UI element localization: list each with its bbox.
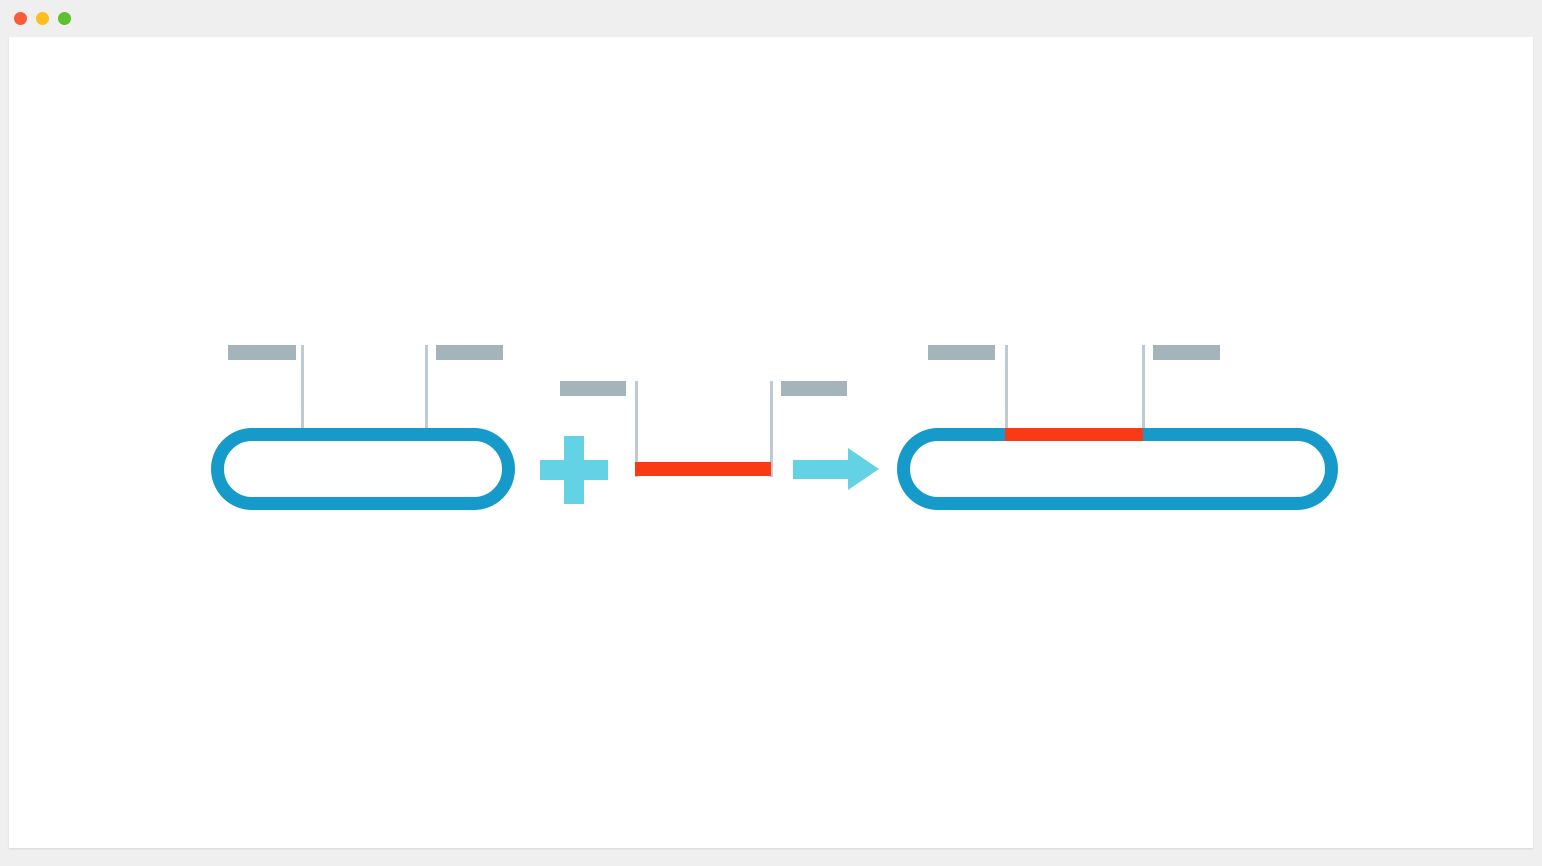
vector-site-left-label <box>228 345 296 360</box>
product-site-right-leader <box>1142 345 1145 441</box>
maximize-button[interactable] <box>58 12 71 25</box>
ligated-insert-segment[interactable] <box>1005 428 1143 441</box>
close-button[interactable] <box>14 12 27 25</box>
product-site-right-label <box>1153 345 1220 360</box>
insert-site-right-label <box>781 381 847 396</box>
insert-fragment[interactable] <box>635 462 771 476</box>
vector-plasmid[interactable] <box>211 428 515 510</box>
insert-site-left-leader <box>635 381 638 477</box>
plus-vertical-bar <box>564 436 584 504</box>
diagram-canvas[interactable] <box>9 37 1533 848</box>
window-titlebar <box>0 0 1542 37</box>
diagram-stage <box>9 37 1533 848</box>
arrow-shaft <box>793 460 851 479</box>
insert-site-left-label <box>560 381 626 396</box>
vector-site-right-leader <box>425 345 428 441</box>
vector-site-left-leader <box>301 345 304 441</box>
product-site-left-leader <box>1005 345 1008 441</box>
arrow-head <box>848 448 879 490</box>
vector-site-right-label <box>436 345 503 360</box>
minimize-button[interactable] <box>36 12 49 25</box>
insert-site-right-leader <box>770 381 773 477</box>
plus-operator-icon <box>540 436 608 504</box>
window-traffic-lights <box>14 12 71 25</box>
reaction-arrow-icon <box>793 448 879 490</box>
product-site-left-label <box>928 345 995 360</box>
